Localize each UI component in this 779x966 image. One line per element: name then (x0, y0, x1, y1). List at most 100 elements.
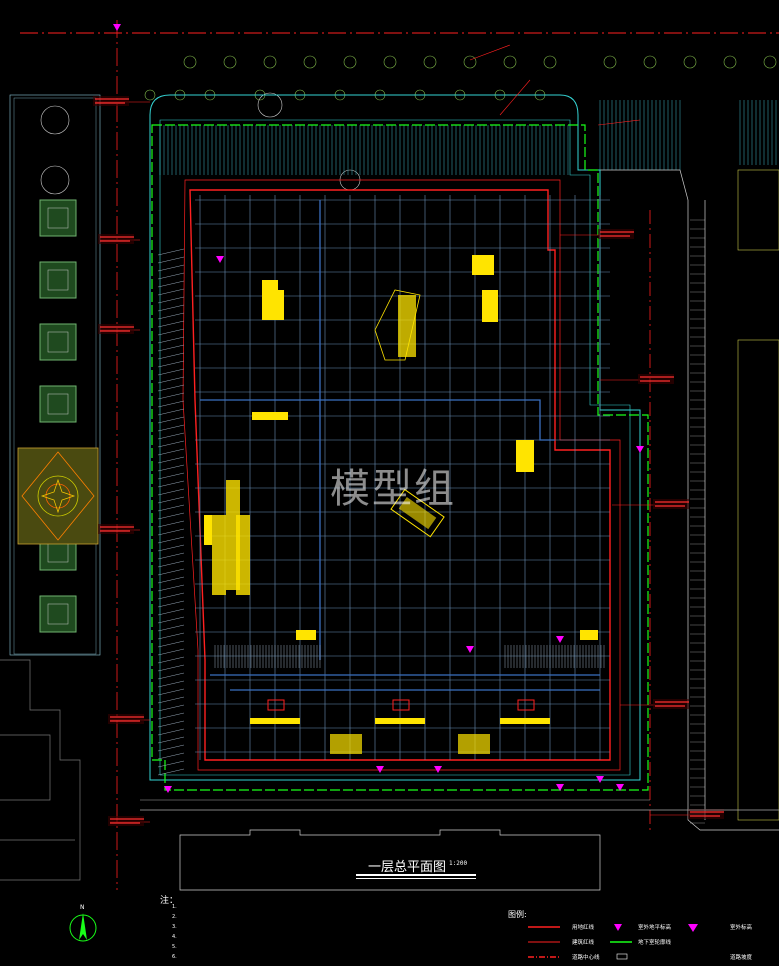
ramp-hatch-line (157, 640, 185, 648)
ramp-hatch-line (157, 304, 185, 312)
label-block (108, 714, 144, 724)
elevation-triangle-icon (466, 646, 474, 653)
stair-block (458, 734, 490, 754)
ramp-hatch-line (157, 504, 185, 512)
ramp-hatch-line (157, 584, 185, 592)
tree-icon (723, 55, 737, 69)
note-line: 6. (172, 954, 177, 960)
ramp-hatch-line (157, 560, 185, 568)
elevation-triangle-icon (434, 766, 442, 773)
ramp-hatch-line (157, 328, 185, 336)
escalator-center (390, 488, 445, 538)
ramp-hatch-line (157, 704, 185, 712)
legend-label-outdoor-elevation: 室外标高 (730, 925, 753, 931)
toilet-fixtures (204, 412, 598, 640)
planter-box (39, 261, 77, 299)
stair-core-right (516, 440, 534, 472)
ramp-hatch-line (157, 280, 185, 288)
ramp-hatch-line (157, 376, 185, 384)
stair-core-top-left (262, 280, 284, 320)
title-underline (356, 874, 476, 876)
ramp-hatch-line (157, 464, 185, 472)
ramp-hatch-line (157, 264, 185, 272)
stair-block (330, 734, 362, 754)
planter-inner (47, 269, 69, 291)
tree-icon (603, 55, 617, 69)
escalator-left (212, 480, 250, 595)
legend-swatches (528, 924, 698, 960)
ramp-hatch-line (157, 408, 185, 416)
leader-line (499, 79, 531, 116)
shop-fixture (392, 699, 410, 711)
ramp-hatch-line (157, 528, 185, 536)
legend-label-site-redline: 用地红线 (572, 925, 595, 931)
label-block (653, 499, 689, 509)
shop-counter (500, 718, 550, 724)
note-line: 4. (172, 934, 177, 940)
ramp-hatch-line (157, 384, 185, 392)
elevation-triangle-icon (556, 636, 564, 643)
planter-inner (47, 393, 69, 415)
escalator-top-center (374, 289, 421, 361)
ramp-hatch-line (157, 496, 185, 504)
planter-inner (47, 207, 69, 229)
ramp-hatch-line (157, 568, 185, 576)
annotation-leaders (93, 44, 724, 826)
ramp-hatch-line (157, 720, 185, 728)
ramp-hatch-line (157, 600, 185, 608)
ramp-hatch-line (157, 696, 185, 704)
ramp-hatch-line (157, 688, 185, 696)
right-road-edge (595, 169, 779, 831)
ramp-hatch-line (157, 648, 185, 656)
note-line: 5. (172, 944, 177, 950)
note-line: 3. (172, 924, 177, 930)
ramp-hatch-line (157, 544, 185, 552)
north-arrow-icon (69, 913, 97, 942)
drawing-scale: 1:200 (449, 860, 468, 867)
neighbor-building-bottom (140, 799, 779, 891)
ramp-hatch-line (157, 440, 185, 448)
tree-icon (303, 55, 317, 69)
tree-icon (257, 92, 283, 118)
stair-core-top-right (472, 255, 498, 322)
leader-line (469, 44, 511, 61)
ramp-hatch-line (157, 592, 185, 600)
ramp-hatch-line (157, 368, 185, 376)
label-block (598, 229, 634, 239)
ramp-hatch-line (157, 416, 185, 424)
ramp-hatch (157, 248, 605, 776)
ramp-hatch-line (157, 632, 185, 640)
left-sidewalk (9, 94, 101, 656)
ramp-hatch-line (157, 480, 185, 488)
elevation-triangle-icon (556, 784, 564, 791)
shop-counter (375, 718, 425, 724)
tree-icon (683, 55, 697, 69)
shop-fixture (517, 699, 535, 711)
interior-walls (200, 200, 600, 691)
ramp-hatch-line (157, 536, 185, 544)
ramp-hatch-line (157, 392, 185, 400)
tree-icon (263, 55, 277, 69)
tree-icon (423, 55, 437, 69)
title-underline-thin (356, 878, 476, 879)
elevation-markers (113, 24, 644, 793)
tree-icon (383, 55, 397, 69)
ramp-hatch-line (157, 520, 185, 528)
ramp-hatch-line (157, 752, 185, 760)
ramp-hatch-line (157, 680, 185, 688)
ramp-hatch-line (157, 768, 185, 776)
note-line: 1. (172, 904, 177, 910)
label-block (688, 809, 724, 819)
ramp-hatch-line (157, 344, 185, 352)
ramp-hatch-line (157, 472, 185, 480)
elevation-triangle-icon (636, 446, 644, 453)
label-block (98, 234, 134, 244)
legend-label-road-slope: 道路坡度 (730, 955, 753, 961)
note-line: 2. (172, 914, 177, 920)
elevation-triangle-icon (616, 784, 624, 791)
label-block (638, 374, 674, 384)
neighbor-building-outline-left (0, 659, 81, 881)
ramp-hatch-line (157, 248, 185, 256)
bottom-shop-fixtures (250, 699, 550, 754)
